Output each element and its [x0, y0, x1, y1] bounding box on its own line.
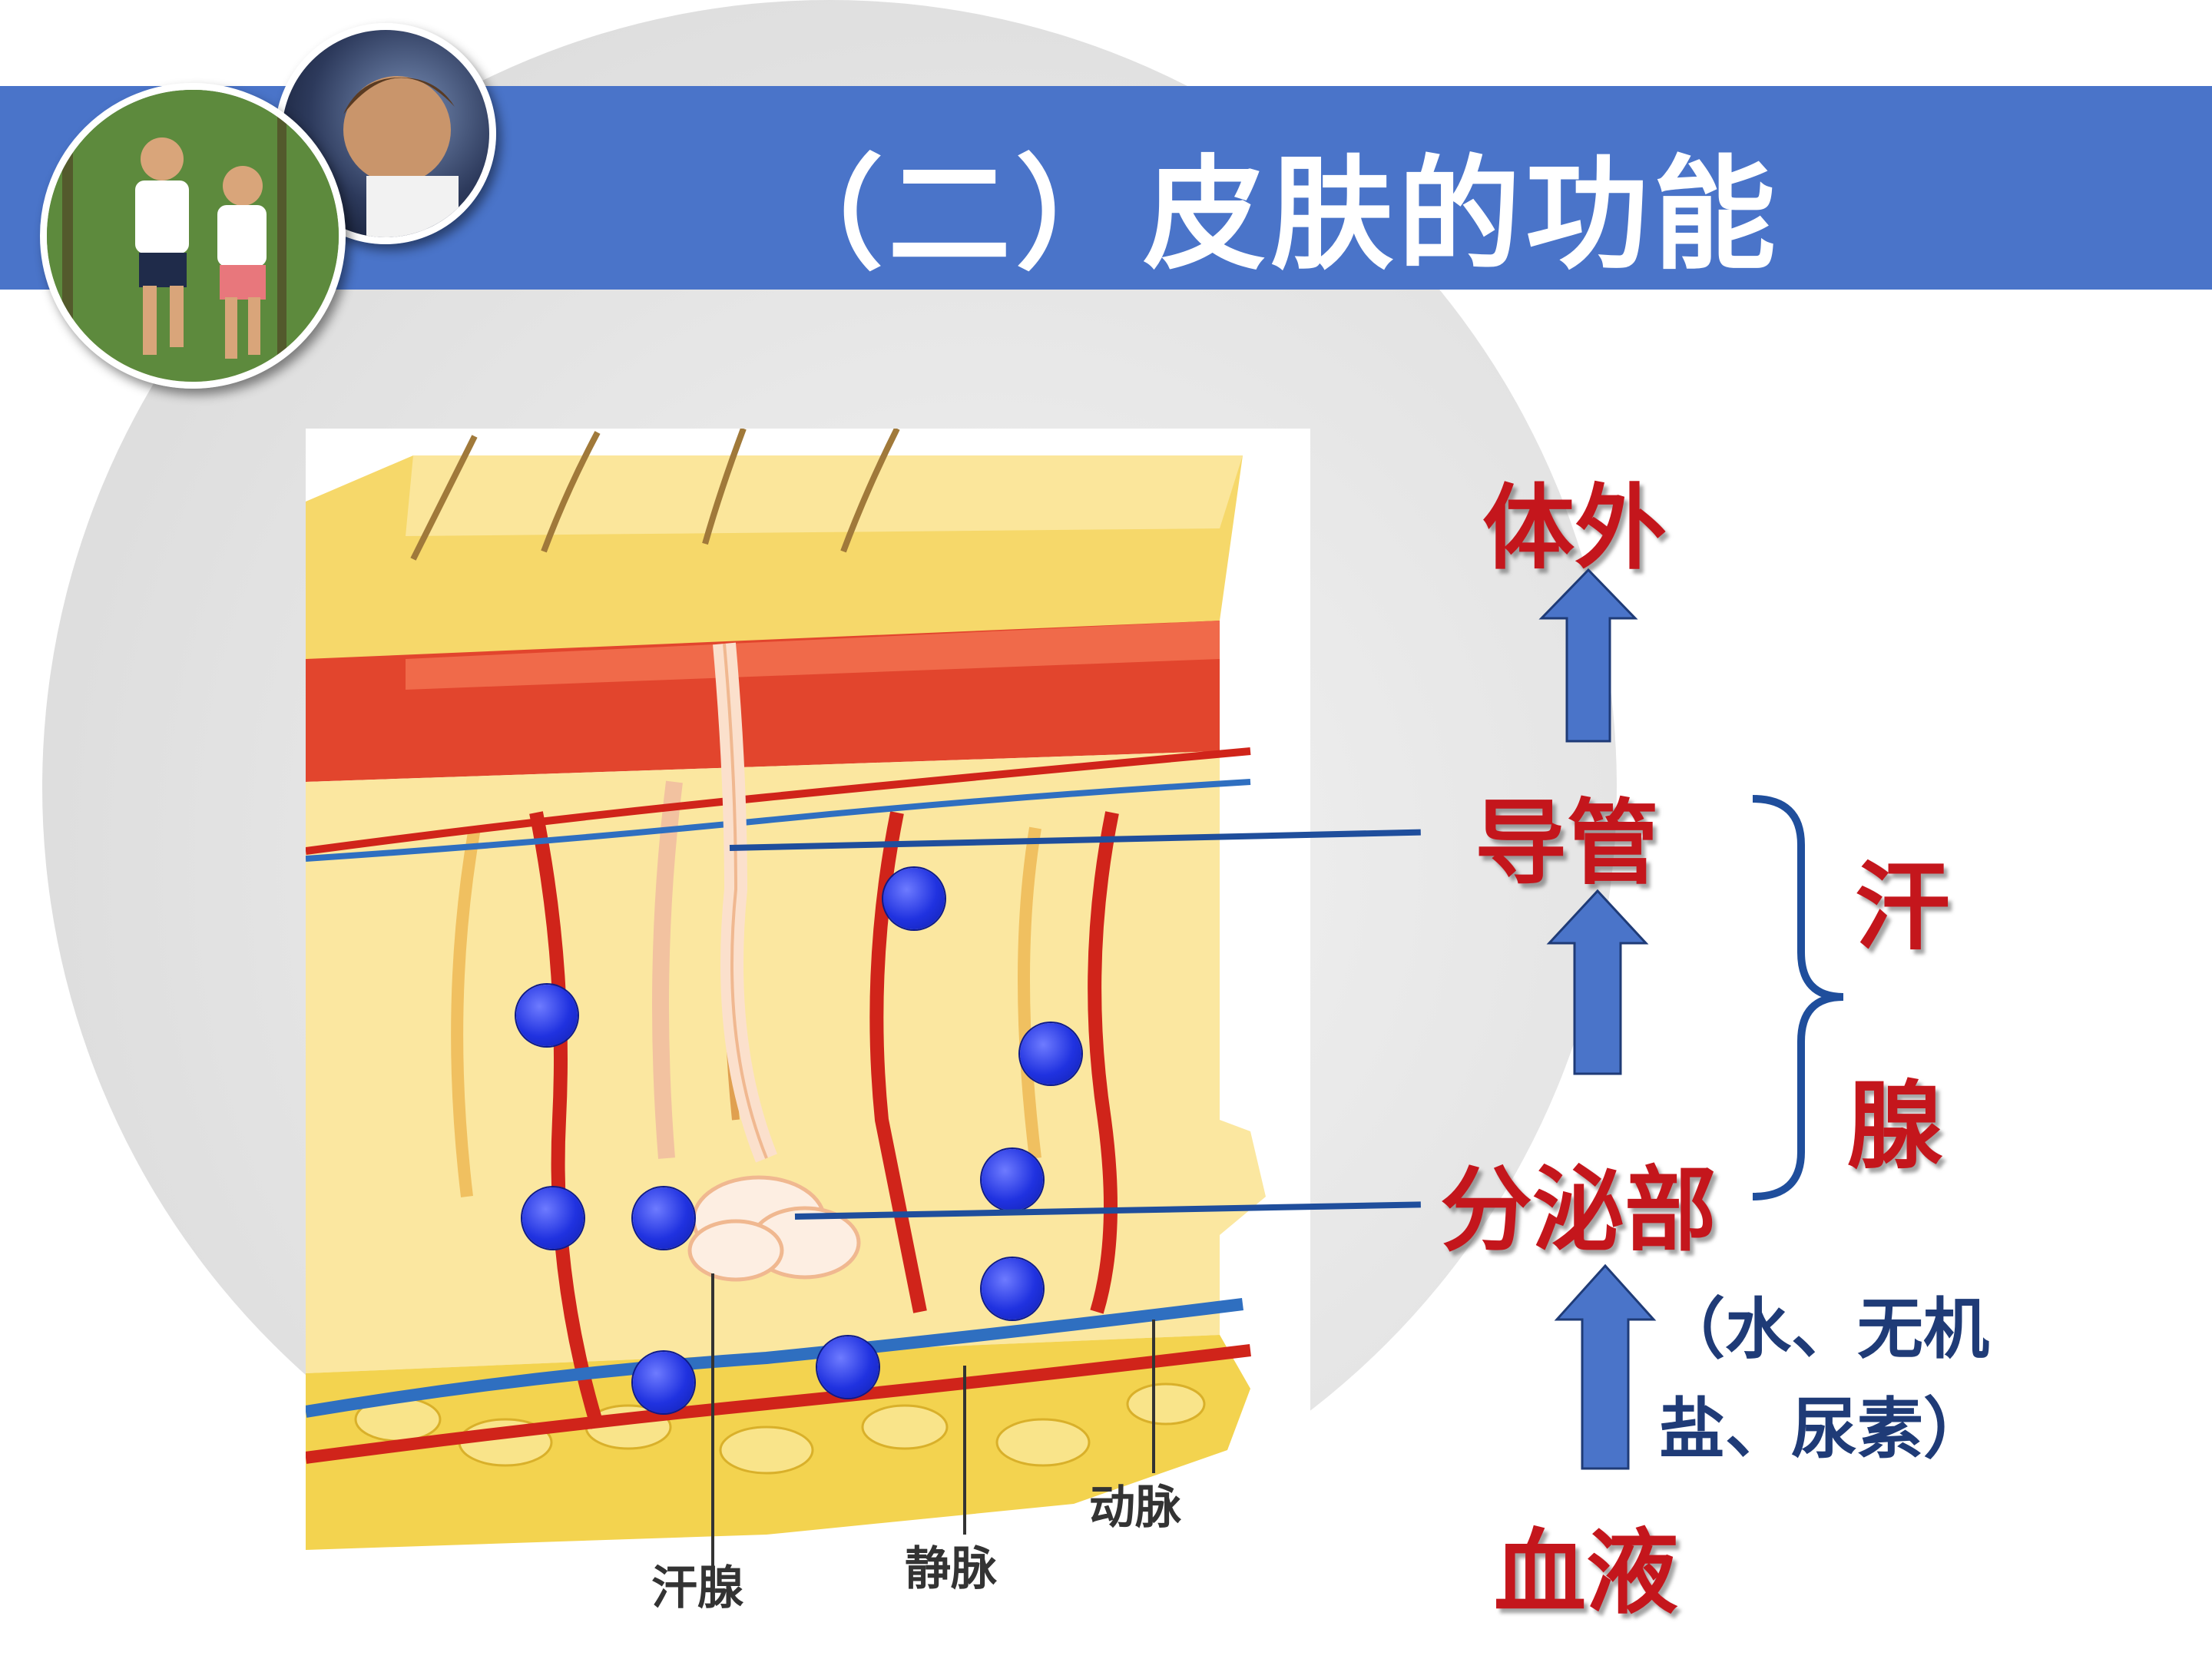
outside-label: 体外	[1482, 475, 1667, 582]
molecule-dot	[982, 1149, 1043, 1210]
vein-label: 静脉	[905, 1542, 998, 1596]
blood-label: 血液	[1494, 1520, 1678, 1627]
sweat-gland-char-2: 腺	[1847, 1071, 1943, 1182]
slide-title: （二）皮肤的功能	[760, 143, 1781, 286]
molecule-dot	[522, 1187, 584, 1249]
sweat-gland-label: 汗腺	[651, 1561, 744, 1613]
blood-contents-line1: （水、无机	[1659, 1291, 1989, 1368]
sweat-gland-char-1: 汗	[1855, 853, 1951, 963]
molecule-dot	[516, 985, 578, 1046]
artery-label: 动脉	[1089, 1481, 1182, 1535]
duct-label: 导管	[1475, 790, 1659, 897]
blood-contents-line2: 盐、尿素）	[1659, 1391, 1989, 1468]
molecule-dot	[633, 1352, 694, 1413]
molecule-dot	[633, 1187, 694, 1249]
secretory-label: 分泌部	[1440, 1157, 1717, 1264]
molecule-dot	[1020, 1023, 1081, 1084]
arrow-up-icon	[1554, 1263, 1657, 1470]
molecule-dot	[982, 1258, 1043, 1320]
curly-brace-icon	[1752, 795, 1844, 1200]
skin-cross-section-figure: 汗腺 静脉 动脉	[304, 427, 1310, 1615]
molecule-dot	[817, 1336, 879, 1398]
molecule-dot	[883, 868, 945, 929]
runners-photo	[40, 83, 346, 389]
